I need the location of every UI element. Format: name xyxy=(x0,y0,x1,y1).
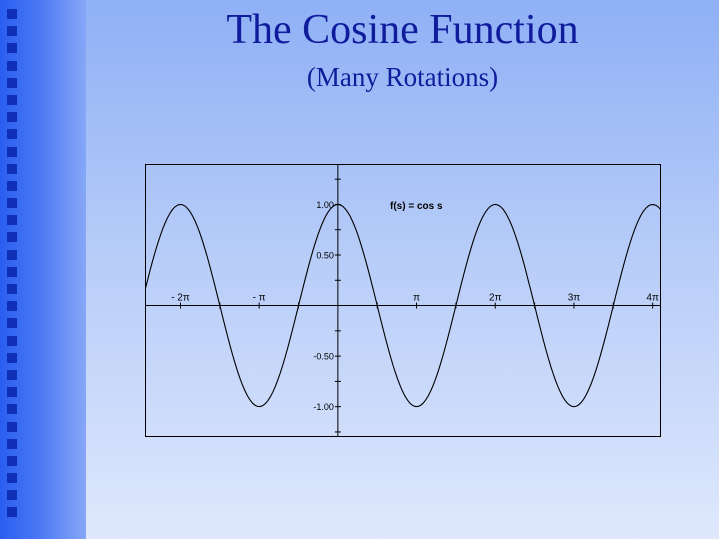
function-annotation: f(s) = cos s xyxy=(390,201,443,212)
sidebar-square xyxy=(7,94,17,105)
sidebar-square xyxy=(7,77,17,88)
plot-frame xyxy=(145,164,661,437)
sidebar-square xyxy=(7,455,17,466)
sidebar-square xyxy=(7,198,17,209)
x-tick-label: - π xyxy=(253,293,266,304)
sidebar-square xyxy=(7,129,17,140)
sidebar-square xyxy=(7,369,17,380)
sidebar-square xyxy=(7,146,17,157)
sidebar-square xyxy=(7,438,17,449)
y-tick-label: -0.50 xyxy=(313,352,334,362)
sidebar-square xyxy=(7,284,17,294)
sidebar-square xyxy=(7,180,17,191)
sidebar-square xyxy=(7,352,17,363)
sidebar-square xyxy=(7,215,17,226)
sidebar-square xyxy=(7,301,17,312)
sidebar-decoration xyxy=(0,0,86,539)
sidebar-square xyxy=(7,249,17,260)
sidebar-square xyxy=(7,507,17,518)
sidebar-square xyxy=(7,43,17,54)
y-tick-label: -1.00 xyxy=(313,402,334,412)
sidebar-square xyxy=(7,9,17,19)
sidebar-square-column xyxy=(7,9,19,525)
x-tick-label: 4π xyxy=(646,293,659,304)
sidebar-square xyxy=(7,473,17,484)
cosine-chart: - 2π - π π 2π 3π 4π 1.00 0.50 -0.50 -1.00 f(s) = … xyxy=(145,164,661,437)
sidebar-square xyxy=(7,60,17,71)
sidebar-square xyxy=(7,163,17,174)
sidebar-square xyxy=(7,421,17,432)
x-tick-label: π xyxy=(413,293,420,304)
slide-title: The Cosine Function xyxy=(226,7,579,53)
sidebar-square xyxy=(7,387,17,398)
sidebar-square xyxy=(7,232,17,243)
sidebar-square xyxy=(7,404,17,415)
x-tick-label: 3π xyxy=(568,293,581,304)
sidebar-square xyxy=(7,335,17,346)
sidebar-square xyxy=(7,112,17,123)
slide-subtitle: (Many Rotations) xyxy=(306,62,499,92)
cosine-curve xyxy=(145,203,661,408)
sidebar-square xyxy=(7,266,17,277)
y-tick-label: 1.00 xyxy=(316,200,334,210)
y-tick-label: 0.50 xyxy=(316,251,334,261)
sidebar-square xyxy=(7,26,17,37)
x-tick-label: - 2π xyxy=(171,293,190,304)
x-tick-label: 2π xyxy=(489,293,502,304)
sidebar-square xyxy=(7,318,17,329)
sidebar-square xyxy=(7,490,17,501)
